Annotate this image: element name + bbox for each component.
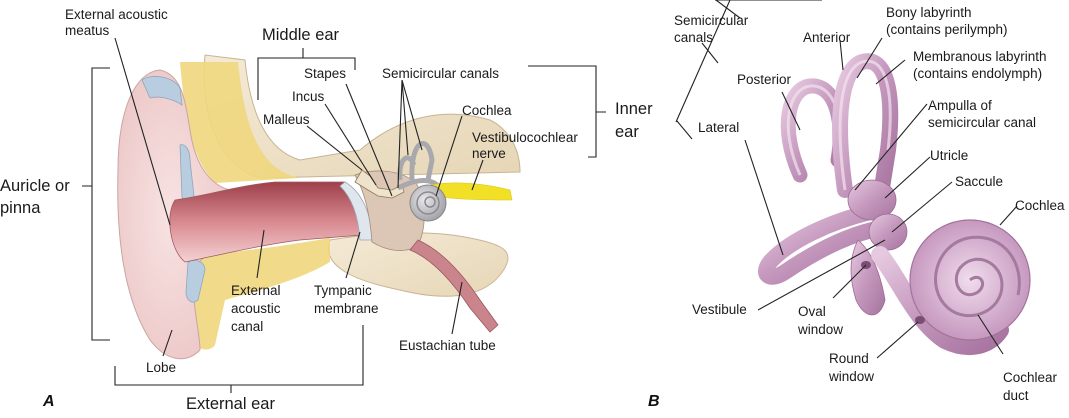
- label-external-acoustic-canal: External acoustic canal: [231, 283, 281, 334]
- leader-bony-labyrinth: [856, 37, 883, 79]
- label-membranous-labyrinth: Membranous labyrinth (contains endolymph…: [913, 49, 1047, 81]
- leader-round-window: [876, 321, 919, 359]
- leader-posterior: [781, 91, 801, 131]
- label-external-ear: External ear: [186, 395, 275, 413]
- leader-ampulla: [854, 103, 928, 191]
- label-cochlea-b: Cochlea: [1015, 198, 1065, 213]
- label-semicircular-canals-b: Semicircular canals: [674, 13, 749, 45]
- panel-a-artwork: [117, 54, 521, 360]
- blue-cartilage-1: [141, 76, 183, 106]
- leader-utricle: [884, 156, 931, 199]
- leader-anterior: [839, 39, 844, 71]
- external-acoustic-canal: [169, 181, 363, 263]
- label-vestibulocochlear-nerve: Vestibulocochlear nerve: [472, 130, 578, 161]
- inner-ear-bracket: [528, 65, 606, 158]
- label-eustachian-tube: Eustachian tube: [399, 338, 496, 353]
- leader-membranous-labyrinth: [875, 59, 906, 85]
- label-utricle: Utricle: [930, 148, 969, 163]
- cochlea-a-spiral-1: [416, 191, 440, 215]
- blue-cartilage-3: [185, 260, 206, 303]
- label-cochlea-a: Cochlea: [462, 103, 512, 118]
- label-round-window: Round window: [829, 351, 875, 384]
- label-saccule: Saccule: [955, 174, 1004, 189]
- leader-malleus: [306, 125, 363, 171]
- leader-stapes: [345, 83, 393, 197]
- leader-lateral: [744, 139, 784, 256]
- semicircular-canals-bracket-upper: [715, 0, 741, 19]
- cochlea-b-spiral: [934, 235, 1021, 318]
- tympanic-membrane: [339, 181, 373, 241]
- leader-cochlear-duct: [977, 314, 1004, 355]
- anterior-canal: [832, 53, 899, 208]
- label-oval-window: Oval window: [798, 304, 844, 337]
- label-lobe: Lobe: [146, 360, 177, 375]
- label-tympanic-membrane: Tympanic membrane: [314, 283, 379, 316]
- label-stapes: Stapes: [304, 66, 347, 81]
- cochlea-a-spiral-2: [424, 196, 436, 208]
- saccule-shape: [868, 213, 908, 251]
- label-auricle-or-pinna: Auricle or pinna: [0, 177, 70, 217]
- anterior-canal-highlight: [838, 59, 892, 191]
- label-middle-ear: Middle ear: [262, 26, 340, 44]
- eustachian-tube-shape: [409, 239, 499, 333]
- label-inner-ear: Inner ear: [615, 100, 653, 141]
- leader-oval-window: [832, 264, 867, 299]
- semicircular-canals-bracket: [675, 0, 822, 140]
- panel-a-leaders: [82, 37, 606, 393]
- leader-external-acoustic-canal: [256, 229, 265, 279]
- leader-eustachian-tube: [451, 281, 463, 335]
- leader-saccule: [891, 181, 953, 233]
- label-cochlear-duct: Cochlear duct: [1003, 370, 1058, 403]
- panel-b-leaders: [675, 0, 1018, 359]
- label-vestibule: Vestibule: [692, 302, 747, 317]
- external-ear-bracket: [114, 325, 364, 393]
- label-bony-labyrinth: Bony labyrinth (contains perilymph): [886, 5, 1008, 37]
- leader-cochlea: [435, 115, 463, 197]
- vestibulocochlear-nerve-shape: [429, 182, 513, 201]
- middle-ear-bracket: [257, 48, 356, 100]
- leader-incus: [324, 103, 377, 186]
- leader-lobe: [162, 329, 173, 357]
- label-lateral: Lateral: [698, 120, 740, 135]
- cochlea-a-shape: [409, 184, 447, 222]
- label-posterior: Posterior: [737, 72, 792, 87]
- panel-letter-a: A: [43, 393, 55, 410]
- leader-tympanic-membrane: [345, 231, 361, 279]
- cochlea-connector: [871, 246, 1009, 356]
- label-incus: Incus: [292, 89, 325, 104]
- label-semicircular-canals-a: Semicircular canals: [382, 66, 500, 81]
- auricle-bracket: [82, 67, 110, 341]
- label-ampulla: Ampulla of semicircular canal: [928, 98, 1037, 130]
- leader-external-acoustic-meatus: [114, 37, 171, 226]
- cartilage-lower: [185, 238, 330, 350]
- leader-vestibulocochlear-nerve: [471, 159, 484, 191]
- label-malleus: Malleus: [263, 112, 310, 127]
- lateral-canal: [758, 204, 880, 285]
- leader-cochlea-b: [999, 205, 1018, 226]
- panel-letter-b: B: [648, 393, 660, 410]
- panel-b-artwork: [758, 53, 1031, 356]
- label-anterior: Anterior: [803, 30, 851, 45]
- cartilage-upper: [180, 62, 300, 183]
- label-external-acoustic-meatus: External acoustic meatus: [65, 7, 168, 38]
- leader-semicircular-canals: [397, 79, 423, 189]
- utricle-shape: [847, 179, 897, 221]
- leader-vestibule: [757, 239, 886, 311]
